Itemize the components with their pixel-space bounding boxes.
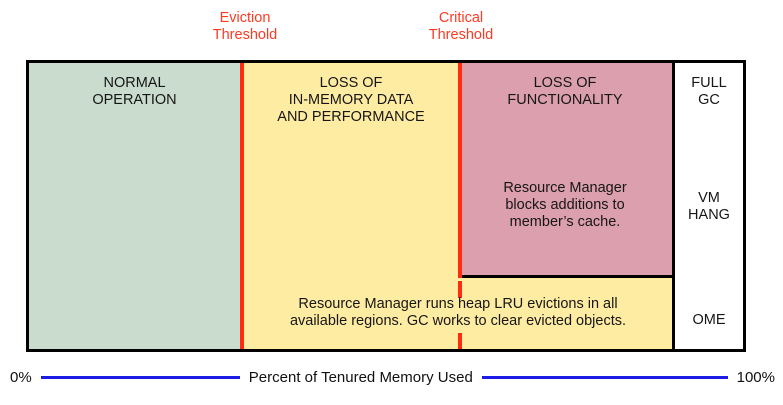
normal-operation-title: NORMAL OPERATION (92, 75, 177, 108)
critical-threshold-line-dash (458, 333, 462, 349)
outcomes-divider (672, 63, 675, 349)
eviction-threshold-label: Eviction Threshold (212, 10, 278, 43)
outcomes-column (675, 63, 743, 349)
axis-max-label: 100% (736, 369, 775, 386)
critical-threshold-label: Critical Threshold (428, 10, 494, 43)
critical-zone (458, 63, 672, 278)
eviction-zone-title: LOSS OF IN-MEMORY DATA AND PERFORMANCE (277, 75, 425, 125)
critical-threshold-line-dash (458, 281, 462, 298)
outcome-full-gc-label: FULL GC (691, 75, 727, 108)
eviction-threshold-line (240, 63, 244, 349)
critical-zone-note: Resource Manager blocks additions to mem… (503, 180, 627, 230)
normal-operation-zone (29, 63, 240, 349)
axis-title: Percent of Tenured Memory Used (248, 369, 473, 386)
eviction-zone-note: Resource Manager runs heap LRU evictions… (289, 296, 627, 329)
critical-zone-title: LOSS OF FUNCTIONALITY (507, 75, 623, 108)
outcome-vm-hang-label: VM HANG (688, 190, 730, 223)
axis-line-left (40, 376, 240, 379)
critical-threshold-line (458, 63, 462, 278)
axis-line-right (481, 376, 728, 379)
memory-zones-box: NORMAL OPERATION LOSS OF IN-MEMORY DATA … (26, 60, 746, 352)
memory-axis: 0% Percent of Tenured Memory Used 100% (10, 369, 775, 386)
outcome-ome-label: OME (692, 312, 726, 328)
axis-min-label: 0% (10, 369, 32, 386)
